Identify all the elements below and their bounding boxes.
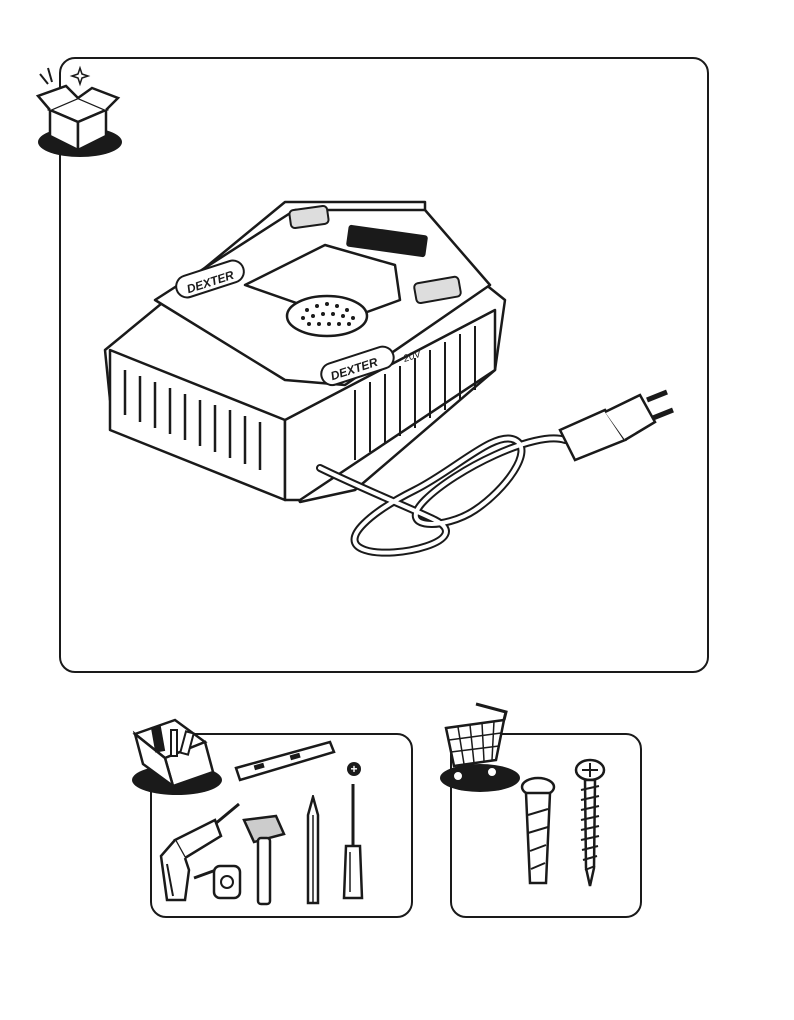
- hammer-icon: [240, 812, 290, 908]
- screwdriver-type-label: +: [350, 762, 357, 776]
- shopping-cart-icon: [436, 700, 526, 795]
- toolbox-icon: [125, 712, 225, 797]
- screwdriver-type-marker: +: [347, 762, 361, 776]
- tape-measure-icon: [190, 860, 245, 905]
- open-box-icon: [30, 60, 125, 160]
- battery-charger-illustration: DEXTER DEXTER 20V: [95, 190, 675, 590]
- wall-plug-icon: [518, 775, 558, 890]
- screwdriver-icon: [340, 780, 366, 905]
- screw-icon: [573, 758, 607, 890]
- spirit-level-icon: [232, 738, 337, 788]
- pencil-icon: [305, 795, 321, 907]
